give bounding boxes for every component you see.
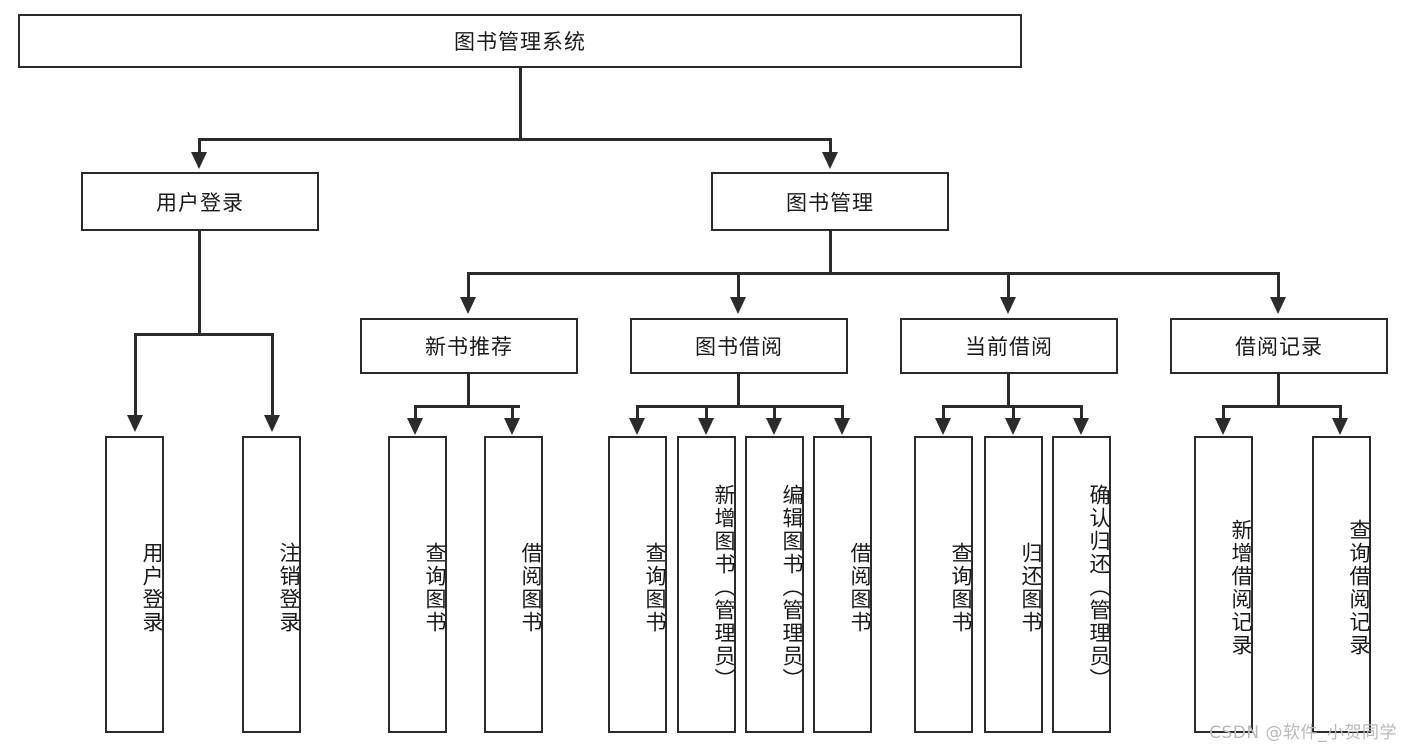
connector-bb-to-leaf-1 <box>636 405 639 421</box>
node-leaf-borrow-book-1[interactable]: 借阅图书 <box>484 436 543 733</box>
connector-nbr-to-leaf-2 <box>511 405 514 421</box>
connector-br-to-leaf-2 <box>1339 405 1342 421</box>
arrowhead-br-to-leaf-1 <box>1215 418 1231 435</box>
arrowhead-bb-to-leaf-4 <box>834 418 850 435</box>
connector-cb-to-leaf-2 <box>1012 405 1015 421</box>
connector-cb-to-leaf-3 <box>1080 405 1083 421</box>
node-label: 新增借阅记录 <box>1229 518 1253 657</box>
node-label: 新增图书（管理员） <box>712 484 736 691</box>
connector-bb-to-leaf-3 <box>773 405 776 421</box>
arrowhead-nbr-to-leaf-2 <box>504 418 520 435</box>
connector-bm-to-current-borrow <box>1007 272 1010 300</box>
arrowhead-cb-to-leaf-1 <box>935 418 951 435</box>
connector-bb-stem <box>737 374 740 407</box>
connector-root-to-book-management <box>829 138 832 156</box>
arrowhead-bm-to-new-book-recommend <box>460 297 476 314</box>
connector-nbr-stem <box>467 374 470 407</box>
connector-nbr-to-leaf-1 <box>414 405 417 421</box>
node-current-borrow[interactable]: 当前借阅 <box>900 318 1118 374</box>
connector-book-management-bus <box>467 272 1280 275</box>
arrowhead-root-to-book-management <box>822 152 838 169</box>
arrowhead-bb-to-leaf-1 <box>629 418 645 435</box>
node-book-management[interactable]: 图书管理 <box>711 172 949 231</box>
node-label: 图书管理 <box>786 190 874 215</box>
node-label: 查询图书 <box>643 541 667 634</box>
connector-bm-to-book-borrow <box>737 272 740 300</box>
connector-cb-bus <box>942 405 1081 408</box>
arrowhead-cb-to-leaf-2 <box>1005 418 1021 435</box>
arrowhead-bb-to-leaf-2 <box>698 418 714 435</box>
node-leaf-user-login[interactable]: 用户登录 <box>105 436 164 733</box>
node-leaf-query-borrow-record[interactable]: 查询借阅记录 <box>1312 436 1371 733</box>
node-borrow-record[interactable]: 借阅记录 <box>1170 318 1388 374</box>
watermark-text: CSDN @软件_小贺同学 <box>1209 723 1397 743</box>
node-label: 用户登录 <box>140 541 164 634</box>
node-user-login[interactable]: 用户登录 <box>81 172 319 231</box>
connector-bb-to-leaf-2 <box>705 405 708 421</box>
connector-cb-stem <box>1007 374 1010 407</box>
connector-bm-to-new-book-recommend <box>467 272 470 300</box>
connector-nbr-bus <box>414 405 520 408</box>
node-label: 归还图书 <box>1019 541 1043 634</box>
arrowhead-root-to-user-login <box>191 152 207 169</box>
node-label: 用户登录 <box>156 190 244 215</box>
node-leaf-return-book[interactable]: 归还图书 <box>984 436 1043 733</box>
node-label: 图书借阅 <box>695 335 783 359</box>
connector-user-login-to-leaf-2 <box>271 333 274 418</box>
arrowhead-bb-to-leaf-3 <box>766 418 782 435</box>
node-label: 当前借阅 <box>965 335 1053 359</box>
arrowhead-br-to-leaf-2 <box>1332 418 1348 435</box>
node-book-borrow[interactable]: 图书借阅 <box>630 318 848 374</box>
node-label: 查询图书 <box>423 541 447 634</box>
connector-user-login-bus <box>134 333 274 336</box>
node-leaf-query-book-3[interactable]: 查询图书 <box>914 436 973 733</box>
connector-br-bus <box>1222 405 1342 408</box>
node-label: 查询图书 <box>949 541 973 634</box>
connector-bm-to-borrow-record <box>1277 272 1280 300</box>
connector-book-management-stem <box>829 231 832 274</box>
arrowhead-bm-to-book-borrow <box>730 297 746 314</box>
connector-bb-bus <box>636 405 844 408</box>
connector-bb-to-leaf-4 <box>841 405 844 421</box>
node-leaf-confirm-return-admin[interactable]: 确认归还（管理员） <box>1052 436 1111 733</box>
node-label: 借阅记录 <box>1235 335 1323 359</box>
node-leaf-query-book-2[interactable]: 查询图书 <box>608 436 667 733</box>
node-leaf-borrow-book-2[interactable]: 借阅图书 <box>813 436 872 733</box>
node-label: 新书推荐 <box>425 335 513 359</box>
node-root-system[interactable]: 图书管理系统 <box>18 14 1022 68</box>
node-label: 编辑图书（管理员） <box>780 484 804 691</box>
node-label: 查询借阅记录 <box>1347 518 1371 657</box>
node-leaf-user-logout[interactable]: 注销登录 <box>242 436 301 733</box>
node-label: 确认归还（管理员） <box>1087 484 1111 691</box>
node-leaf-edit-book-admin[interactable]: 编辑图书（管理员） <box>745 436 804 733</box>
node-leaf-add-borrow-record[interactable]: 新增借阅记录 <box>1194 436 1253 733</box>
node-label: 借阅图书 <box>848 541 872 634</box>
arrowhead-user-login-to-leaf-1 <box>127 415 143 432</box>
arrowhead-user-login-to-leaf-2 <box>264 415 280 432</box>
node-label: 注销登录 <box>277 541 301 634</box>
arrowhead-nbr-to-leaf-1 <box>407 418 423 435</box>
arrowhead-bm-to-current-borrow <box>1000 297 1016 314</box>
connector-root-to-user-login <box>198 138 201 156</box>
node-leaf-query-book-1[interactable]: 查询图书 <box>388 436 447 733</box>
connector-user-login-stem <box>198 231 201 335</box>
arrowhead-cb-to-leaf-3 <box>1073 418 1089 435</box>
connector-br-to-leaf-1 <box>1222 405 1225 421</box>
node-label: 图书管理系统 <box>454 30 586 54</box>
connector-br-stem <box>1277 374 1280 407</box>
connector-cb-to-leaf-1 <box>942 405 945 421</box>
connector-root-stem <box>519 68 522 140</box>
node-label: 借阅图书 <box>519 541 543 634</box>
connector-user-login-to-leaf-1 <box>134 333 137 418</box>
node-leaf-add-book-admin[interactable]: 新增图书（管理员） <box>677 436 736 733</box>
node-new-book-recommend[interactable]: 新书推荐 <box>360 318 578 374</box>
connector-root-bus <box>198 138 832 141</box>
arrowhead-bm-to-borrow-record <box>1270 297 1286 314</box>
